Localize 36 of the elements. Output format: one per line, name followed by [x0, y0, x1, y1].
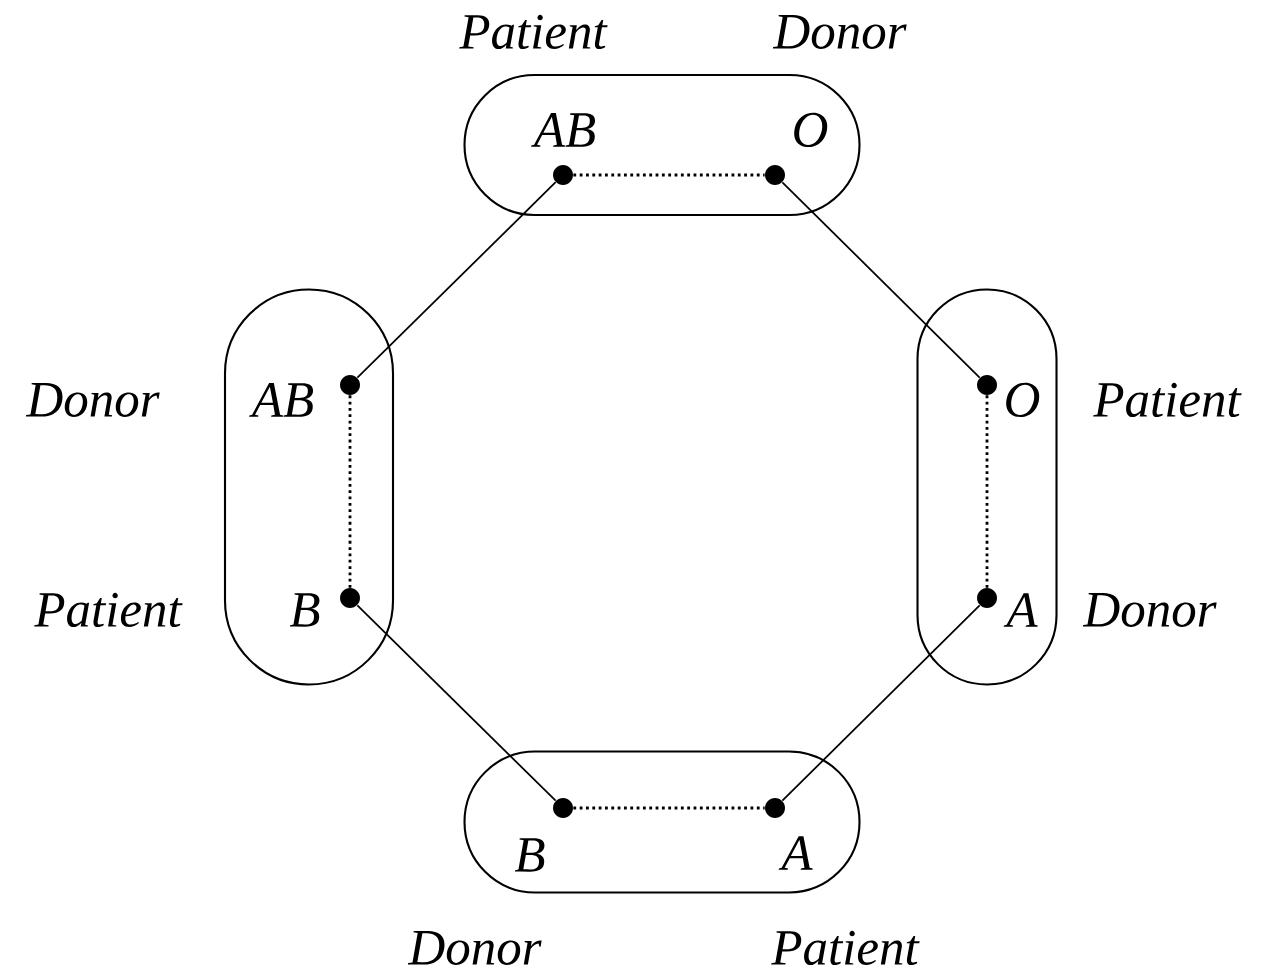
rounded-box [916, 288, 1058, 686]
rounded-box [463, 750, 861, 894]
rounded-box [223, 288, 395, 686]
blood-type-label: O [1006, 382, 1040, 418]
blood-type-label: O [794, 112, 828, 148]
dot [977, 375, 997, 395]
blood-type-label: B [514, 838, 545, 872]
role-label: Patient [459, 14, 608, 50]
rounded-box [463, 73, 861, 217]
connector [356, 181, 557, 379]
blood-type-label: B [289, 593, 320, 627]
blood-type-label: AB [249, 383, 314, 417]
role-label: Patient [34, 592, 183, 628]
connector [356, 604, 557, 802]
role-label: Patient [1093, 382, 1242, 418]
dot [553, 798, 573, 818]
role-label: Donor [25, 383, 160, 417]
role-label: Patient [771, 930, 920, 966]
role-label: Donor [772, 15, 907, 49]
role-label: Donor [1082, 593, 1217, 627]
role-label: Donor [407, 931, 542, 965]
dot [765, 165, 785, 185]
connector [573, 173, 765, 177]
blood-type-label: A [1003, 593, 1038, 627]
dot [553, 165, 573, 185]
blood-type-label: AB [531, 113, 596, 147]
dot [765, 798, 785, 818]
dot [340, 588, 360, 608]
dot [340, 375, 360, 395]
connector [985, 395, 989, 588]
connector [781, 604, 981, 802]
blood-type-label: A [778, 836, 813, 870]
connector [781, 181, 981, 379]
connector [573, 806, 765, 810]
dot [977, 588, 997, 608]
connector [348, 395, 352, 588]
